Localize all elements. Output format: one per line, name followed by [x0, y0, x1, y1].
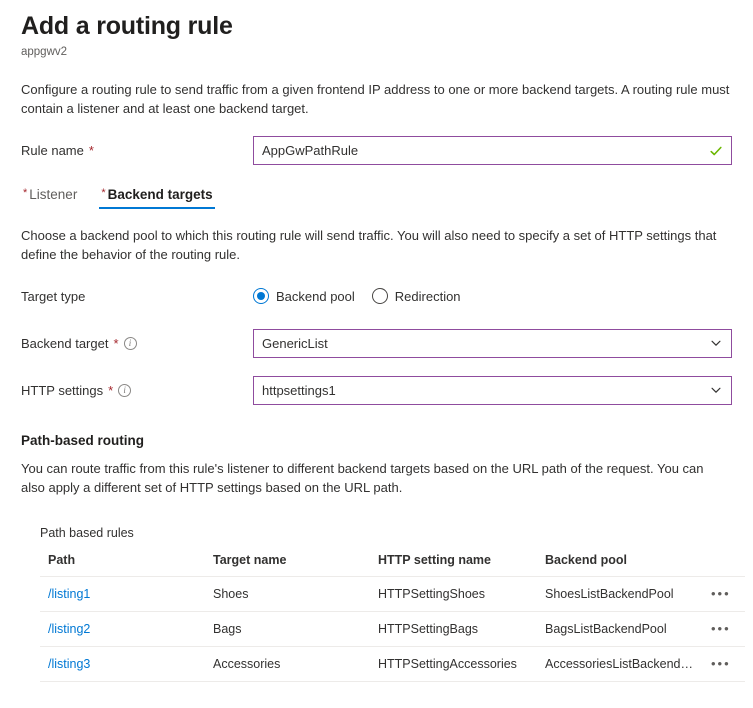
row-actions: •••	[697, 611, 745, 648]
row-context-menu-icon[interactable]: •••	[711, 586, 731, 602]
radio-backend-pool-label: Backend pool	[276, 288, 355, 304]
rule-name-value: AppGwPathRule	[262, 143, 359, 159]
radio-redirection-label: Redirection	[394, 288, 461, 304]
required-asterisk: *	[113, 335, 119, 351]
required-asterisk: *	[108, 382, 114, 398]
page-title: Add a routing rule	[21, 12, 233, 40]
row-http-setting-name: HTTPSettingShoes	[370, 576, 537, 613]
row-backend-pool: ShoesListBackendPool	[537, 576, 697, 613]
row-backend-pool: AccessoriesListBackendP...	[537, 646, 697, 683]
http-settings-dropdown[interactable]: httpsettings1	[253, 375, 732, 405]
tab-listener-asterisk: *	[23, 186, 28, 199]
chevron-down-icon	[709, 336, 723, 350]
path-link[interactable]: /listing2	[48, 622, 91, 637]
rule-name-row: Rule name * AppGwPathRule	[21, 136, 732, 166]
row-context-menu-icon[interactable]: •••	[711, 656, 731, 672]
http-settings-label: HTTP settings * i	[21, 383, 253, 398]
tab-listener-label: Listener	[29, 186, 78, 202]
http-settings-label-text: HTTP settings	[21, 382, 104, 398]
required-asterisk: *	[88, 143, 94, 159]
column-header-path: Path	[40, 553, 205, 578]
target-type-radio-group: Backend pool Redirection	[253, 288, 461, 305]
target-type-row: Target type Backend pool Redirection	[21, 281, 732, 311]
path-based-rules-section: Path based rules Path Target name HTTP s…	[21, 526, 745, 683]
row-backend-pool: BagsListBackendPool	[537, 611, 697, 648]
backend-target-row: Backend target * i GenericList	[21, 328, 732, 358]
target-type-label: Target type	[21, 289, 253, 304]
row-http-setting-name: HTTPSettingAccessories	[370, 646, 537, 683]
column-header-http-setting-name: HTTP setting name	[370, 553, 537, 578]
info-icon[interactable]: i	[118, 383, 132, 397]
row-path: /listing1	[40, 576, 205, 613]
target-type-label-text: Target type	[21, 288, 86, 304]
tab-listener[interactable]: * Listener	[21, 187, 79, 209]
radio-backend-pool-mark	[253, 288, 269, 305]
table-row: /listing2 Bags HTTPSettingBags BagsListB…	[40, 611, 745, 648]
row-actions: •••	[697, 576, 745, 613]
column-header-actions	[697, 553, 745, 578]
row-target-name: Bags	[205, 611, 370, 648]
backend-target-dropdown[interactable]: GenericList	[253, 328, 732, 358]
page-subtitle: appgwv2	[21, 46, 68, 58]
table-header-row: Path Target name HTTP setting name Backe…	[40, 553, 745, 578]
path-based-routing-heading: Path-based routing	[21, 433, 145, 449]
radio-backend-pool[interactable]: Backend pool	[253, 288, 355, 305]
row-actions: •••	[697, 646, 745, 683]
tab-backend-targets-label: Backend targets	[107, 186, 213, 202]
column-header-backend-pool: Backend pool	[537, 553, 697, 578]
row-target-name: Shoes	[205, 576, 370, 613]
backend-target-label: Backend target * i	[21, 336, 253, 351]
path-link[interactable]: /listing3	[48, 657, 91, 672]
http-settings-row: HTTP settings * i httpsettings1	[21, 375, 732, 405]
tab-bar: * Listener * Backend targets	[21, 187, 732, 209]
check-icon	[709, 144, 723, 158]
row-http-setting-name: HTTPSettingBags	[370, 611, 537, 648]
table-row: /listing3 Accessories HTTPSettingAccesso…	[40, 646, 745, 683]
path-based-rules-table: Path Target name HTTP setting name Backe…	[40, 553, 745, 683]
backend-target-label-text: Backend target	[21, 335, 109, 351]
table-row: /listing1 Shoes HTTPSettingShoes ShoesLi…	[40, 576, 745, 613]
radio-redirection-mark	[371, 288, 388, 305]
tab-backend-targets[interactable]: * Backend targets	[99, 186, 215, 209]
path-based-routing-description: You can route traffic from this rule's l…	[21, 461, 704, 496]
row-path: /listing3	[40, 646, 205, 683]
rule-name-input[interactable]: AppGwPathRule	[253, 136, 732, 166]
chevron-down-icon	[709, 383, 723, 397]
info-icon[interactable]: i	[123, 336, 137, 350]
tab-backend-targets-asterisk: *	[101, 186, 106, 199]
backend-targets-description: Choose a backend pool to which this rout…	[21, 227, 717, 262]
rule-name-label: Rule name *	[21, 143, 253, 158]
rule-name-label-text: Rule name	[21, 143, 84, 159]
path-based-rules-caption: Path based rules	[40, 526, 134, 541]
radio-redirection[interactable]: Redirection	[371, 288, 461, 305]
row-target-name: Accessories	[205, 646, 370, 683]
column-header-target-name: Target name	[205, 553, 370, 578]
backend-target-value: GenericList	[262, 335, 328, 351]
add-routing-rule-page: Add a routing rule appgwv2 Configure a r…	[0, 11, 753, 683]
intro-description: Configure a routing rule to send traffic…	[21, 82, 730, 116]
row-path: /listing2	[40, 611, 205, 648]
row-context-menu-icon[interactable]: •••	[711, 621, 731, 637]
http-settings-value: httpsettings1	[262, 382, 336, 398]
path-link[interactable]: /listing1	[48, 587, 91, 602]
